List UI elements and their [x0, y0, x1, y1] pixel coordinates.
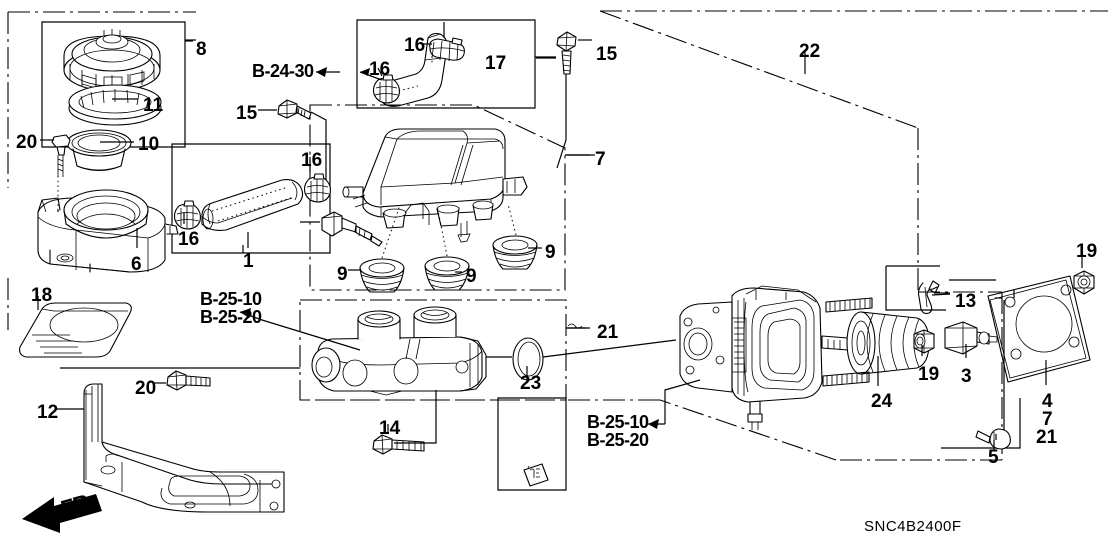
callout-number-5: 5	[988, 447, 999, 468]
group-boundary-12	[60, 367, 300, 369]
part-grommet-9c	[492, 235, 538, 270]
part-gasket-plate-4	[987, 275, 1091, 383]
callout-number-21: 21	[1036, 427, 1058, 448]
callout-number-11: 11	[143, 95, 164, 116]
xref-b2510-left: B-25-10	[200, 289, 262, 309]
callout-number-9: 9	[466, 266, 477, 287]
callout-number-20: 20	[135, 378, 157, 399]
group-boundary-13	[885, 265, 951, 311]
group-boundary-1	[171, 143, 331, 254]
part-insulator-pad-18	[19, 302, 132, 358]
part-master-cylinder	[311, 306, 487, 396]
group-boundary-19	[949, 279, 996, 281]
xref-b2520-left: B-25-20	[200, 307, 262, 327]
callout-number-10: 10	[138, 134, 160, 155]
callout-number-19: 19	[918, 364, 940, 385]
callout-number-9: 9	[545, 242, 556, 263]
part-clevis-3	[944, 321, 998, 355]
callout-number-23: 23	[520, 373, 542, 394]
callout-number-16: 16	[178, 229, 200, 250]
icon-front-direction-arrow	[22, 494, 102, 533]
group-boundary-tag	[497, 397, 567, 491]
part-hose-clamp-16a	[303, 173, 331, 203]
part-grommet-9b	[424, 256, 470, 291]
part-modulator-assembly	[342, 128, 528, 243]
part-pressure-sensor	[321, 211, 383, 247]
group-boundary-8	[7, 11, 196, 188]
callout-number-16: 16	[301, 150, 323, 171]
callout-number-9: 9	[337, 264, 348, 285]
part-bolt-15b	[556, 31, 577, 75]
callout-number-12: 12	[37, 402, 59, 423]
part-reservoir-cap	[63, 29, 161, 92]
callout-number-1: 1	[243, 251, 254, 272]
xref-b2520-right: B-25-20	[587, 430, 649, 450]
part-brake-booster	[679, 285, 849, 430]
part-hose-clamp-16c	[429, 37, 465, 62]
callout-number-14: 14	[379, 418, 401, 439]
part-bolt-15a	[277, 99, 312, 120]
diagram-part-number: SNC4B2400F	[864, 518, 962, 535]
callout-number-19: 19	[1076, 241, 1098, 262]
leader-lines	[37, 22, 1083, 450]
callout-number-7: 7	[1042, 409, 1053, 430]
part-bolt-14	[372, 434, 425, 455]
callout-number-6: 6	[131, 254, 142, 275]
part-flange-nut-19b	[913, 329, 935, 354]
part-reservoir-tank	[37, 189, 179, 273]
callout-number-16: 16	[369, 59, 391, 80]
part-reservoir-hose	[201, 179, 304, 231]
group-boundary-22	[300, 10, 1108, 461]
part-bolt-20-upper	[51, 134, 71, 177]
group-boundary-17	[356, 19, 556, 109]
callout-number-16: 16	[404, 35, 426, 56]
callout-number-20: 20	[16, 132, 38, 153]
part-stud-bolt-lower	[822, 371, 870, 387]
xref-b2510-right: B-25-10	[587, 412, 649, 432]
callout-number-17: 17	[485, 53, 507, 74]
callout-number-21: 21	[597, 322, 619, 343]
part-o-ring-23	[512, 337, 544, 381]
callout-number-4: 4	[1042, 391, 1053, 412]
group-boundary-18	[7, 278, 9, 330]
xref-b2430: B-24-30	[252, 61, 314, 81]
callout-number-15: 15	[596, 44, 618, 65]
callout-number-7: 7	[595, 149, 606, 170]
part-stud-bolt-upper	[825, 297, 873, 313]
part-mounting-bracket-12	[83, 383, 285, 513]
callout-number-22: 22	[799, 41, 821, 62]
callout-number-24: 24	[871, 391, 893, 412]
part-cap-gasket	[68, 84, 162, 126]
callout-number-18: 18	[31, 285, 53, 306]
callout-number-13: 13	[955, 291, 977, 312]
part-bolt-20-lower	[166, 370, 211, 391]
callout-number-8: 8	[196, 39, 207, 60]
part-pin-5	[975, 428, 1011, 450]
part-reservoir-neck-seal	[66, 129, 132, 172]
part-flange-nut-19a	[1073, 270, 1095, 295]
callout-number-15: 15	[236, 103, 258, 124]
part-retaining-clip-13	[917, 280, 940, 315]
part-hose-clamp-16d	[372, 74, 400, 104]
icon-caution-tag	[523, 463, 549, 487]
callout-number-3: 3	[961, 366, 972, 387]
part-hose-clamp-16b	[173, 200, 201, 230]
part-grommet-9a	[359, 258, 405, 293]
